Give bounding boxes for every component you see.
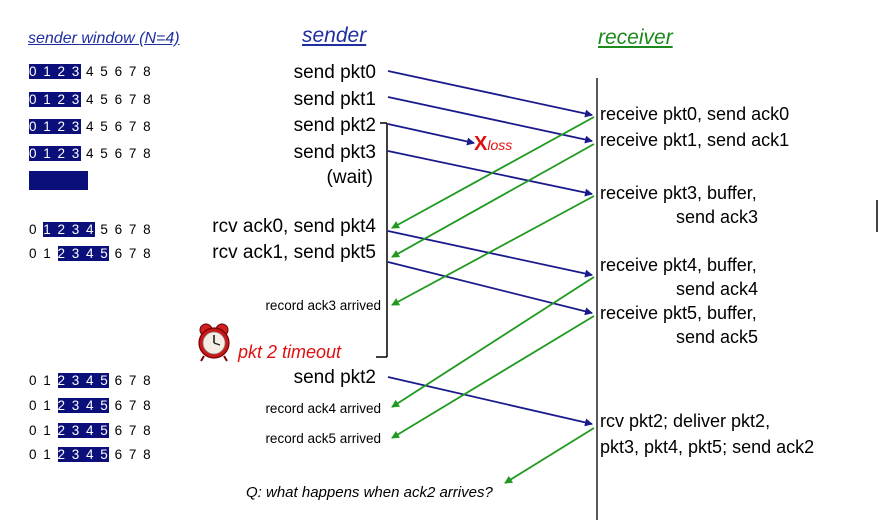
arrow-pkt3 (387, 150, 593, 197)
window-row-3: 0 1 2 3 4 5 6 7 8 (29, 119, 153, 134)
sender-event-send-pkt1: send pkt1 (293, 89, 376, 110)
sender-event-rcv-ack0: rcv ack0, send pkt4 (212, 216, 376, 237)
loss-label: loss (487, 137, 513, 153)
receiver-event-pkt2-line1: rcv pkt2; deliver pkt2, (600, 411, 771, 431)
arrow-pkt2-lost (387, 123, 475, 146)
receiver-event-pkt2-line2: pkt3, pkt4, pkt5; send ack2 (600, 437, 815, 457)
arrow-ack0 (391, 116, 595, 229)
arrow-ack5 (391, 315, 595, 439)
receiver-event-pkt5-line1: receive pkt5, buffer, (600, 303, 757, 323)
window-row-10: 0 1 2 3 4 5 6 7 8 (29, 447, 153, 462)
receiver-event-pkt4-line2: send ack4 (676, 279, 759, 299)
sender-header: sender (302, 24, 367, 47)
arrow-pkt2-resend (387, 376, 593, 427)
window-row-5: 0 1 2 3 4 5 6 7 8 (29, 222, 153, 237)
arrow-ack1 (391, 143, 595, 258)
loss-x-icon: X (474, 133, 488, 155)
window-row-6: 0 1 2 3 4 5 6 7 8 (29, 246, 153, 261)
receiver-event-pkt5-line2: send ack5 (676, 327, 759, 347)
sender-event-resend-pkt2: send pkt2 (293, 367, 376, 388)
window-row-8: 0 1 2 3 4 5 6 7 8 (29, 398, 153, 413)
loss-marker: Xloss (474, 133, 512, 156)
receiver-event-pkt3-line1: receive pkt3, buffer, (600, 183, 757, 203)
arrow-ack3 (391, 195, 595, 306)
alarm-clock-icon (198, 323, 230, 362)
receiver-event-pkt0: receive pkt0, send ack0 (600, 104, 790, 124)
receiver-event-pkt4-line1: receive pkt4, buffer, (600, 255, 757, 275)
sender-event-send-pkt3: send pkt3 (293, 142, 376, 163)
window-full-bar (29, 171, 88, 190)
window-row-2: 0 1 2 3 4 5 6 7 8 (29, 92, 153, 107)
timeout-label: pkt 2 timeout (238, 342, 342, 362)
arrow-pkt1 (387, 96, 593, 144)
sender-event-wait: (wait) (326, 167, 373, 188)
arrow-pkt0 (387, 70, 593, 118)
arrow-ack2 (504, 427, 595, 484)
arrow-ack4 (391, 276, 595, 408)
arrow-pkt5 (387, 261, 593, 316)
sender-window-header: sender window (N=4) (28, 30, 180, 47)
sender-event-rcv-ack1: rcv ack1, send pkt5 (212, 242, 376, 263)
sender-event-send-pkt0: send pkt0 (293, 62, 376, 83)
window-row-4: 0 1 2 3 4 5 6 7 8 (29, 146, 153, 161)
receiver-event-pkt1: receive pkt1, send ack1 (600, 130, 790, 150)
window-row-7: 0 1 2 3 4 5 6 7 8 (29, 373, 153, 388)
sender-event-record-ack4: record ack4 arrived (265, 401, 381, 416)
receiver-event-pkt3-line2: send ack3 (676, 207, 759, 227)
sender-event-send-pkt2: send pkt2 (293, 115, 376, 136)
sender-event-record-ack5: record ack5 arrived (265, 431, 381, 446)
sender-event-record-ack3: record ack3 arrived (265, 298, 381, 313)
window-row-1: 0 1 2 3 4 5 6 7 8 (29, 64, 153, 79)
receiver-header: receiver (598, 26, 673, 49)
window-row-9: 0 1 2 3 4 5 6 7 8 (29, 423, 153, 438)
question-text: Q: what happens when ack2 arrives? (246, 484, 493, 501)
